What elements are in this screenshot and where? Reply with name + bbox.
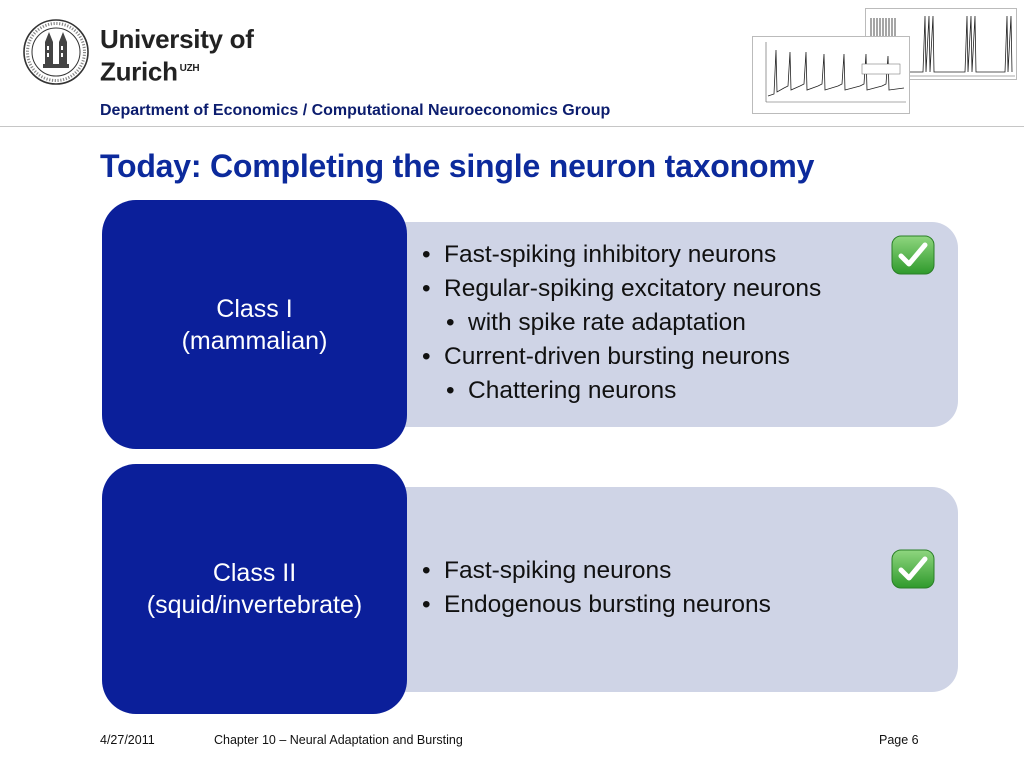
list-item: Fast-spiking neurons — [418, 554, 771, 588]
class-2-subtitle: (squid/invertebrate) — [146, 591, 363, 619]
class-1-bullet-list: Fast-spiking inhibitory neurons Regular-… — [418, 238, 821, 408]
list-item: Fast-spiking inhibitory neurons — [418, 238, 821, 272]
class-1-label: Class I (mammalian) — [182, 293, 328, 357]
list-item: Chattering neurons — [442, 374, 821, 408]
footer-date: 4/27/2011 — [100, 733, 155, 747]
university-zurich: Zurich — [100, 56, 178, 87]
checkmark-icon — [891, 549, 935, 589]
class-2-name: Class II — [212, 559, 297, 587]
class-1-name: Class I — [216, 294, 293, 323]
spike-trace-thumbnail-front — [752, 36, 910, 114]
footer-chapter: Chapter 10 – Neural Adaptation and Burst… — [214, 733, 463, 747]
list-item: Endogenous bursting neurons — [418, 588, 771, 622]
footer-page-number: Page 6 — [879, 733, 919, 747]
class-1-label-box: Class I (mammalian) — [102, 200, 407, 449]
header-divider — [0, 126, 1024, 127]
university-seal-icon — [23, 19, 89, 85]
list-item: Current-driven bursting neurons — [418, 340, 821, 374]
list-item: with spike rate adaptation — [442, 306, 821, 340]
university-name-line1: University of — [100, 24, 254, 54]
checkmark-icon — [891, 235, 935, 275]
list-item: Regular-spiking excitatory neurons — [418, 272, 821, 306]
class-2-label-box: Class II (squid/invertebrate) — [102, 464, 407, 714]
university-suffix: UZH — [179, 63, 200, 74]
class-2-bullet-list: Fast-spiking neurons Endogenous bursting… — [418, 554, 771, 622]
class-1-subtitle: (mammalian) — [181, 326, 328, 355]
department-name: Department of Economics / Computational … — [100, 102, 611, 119]
slide-title: Today: Completing the single neuron taxo… — [100, 148, 815, 184]
class-2-label: Class II (squid/invertebrate) — [147, 557, 362, 621]
